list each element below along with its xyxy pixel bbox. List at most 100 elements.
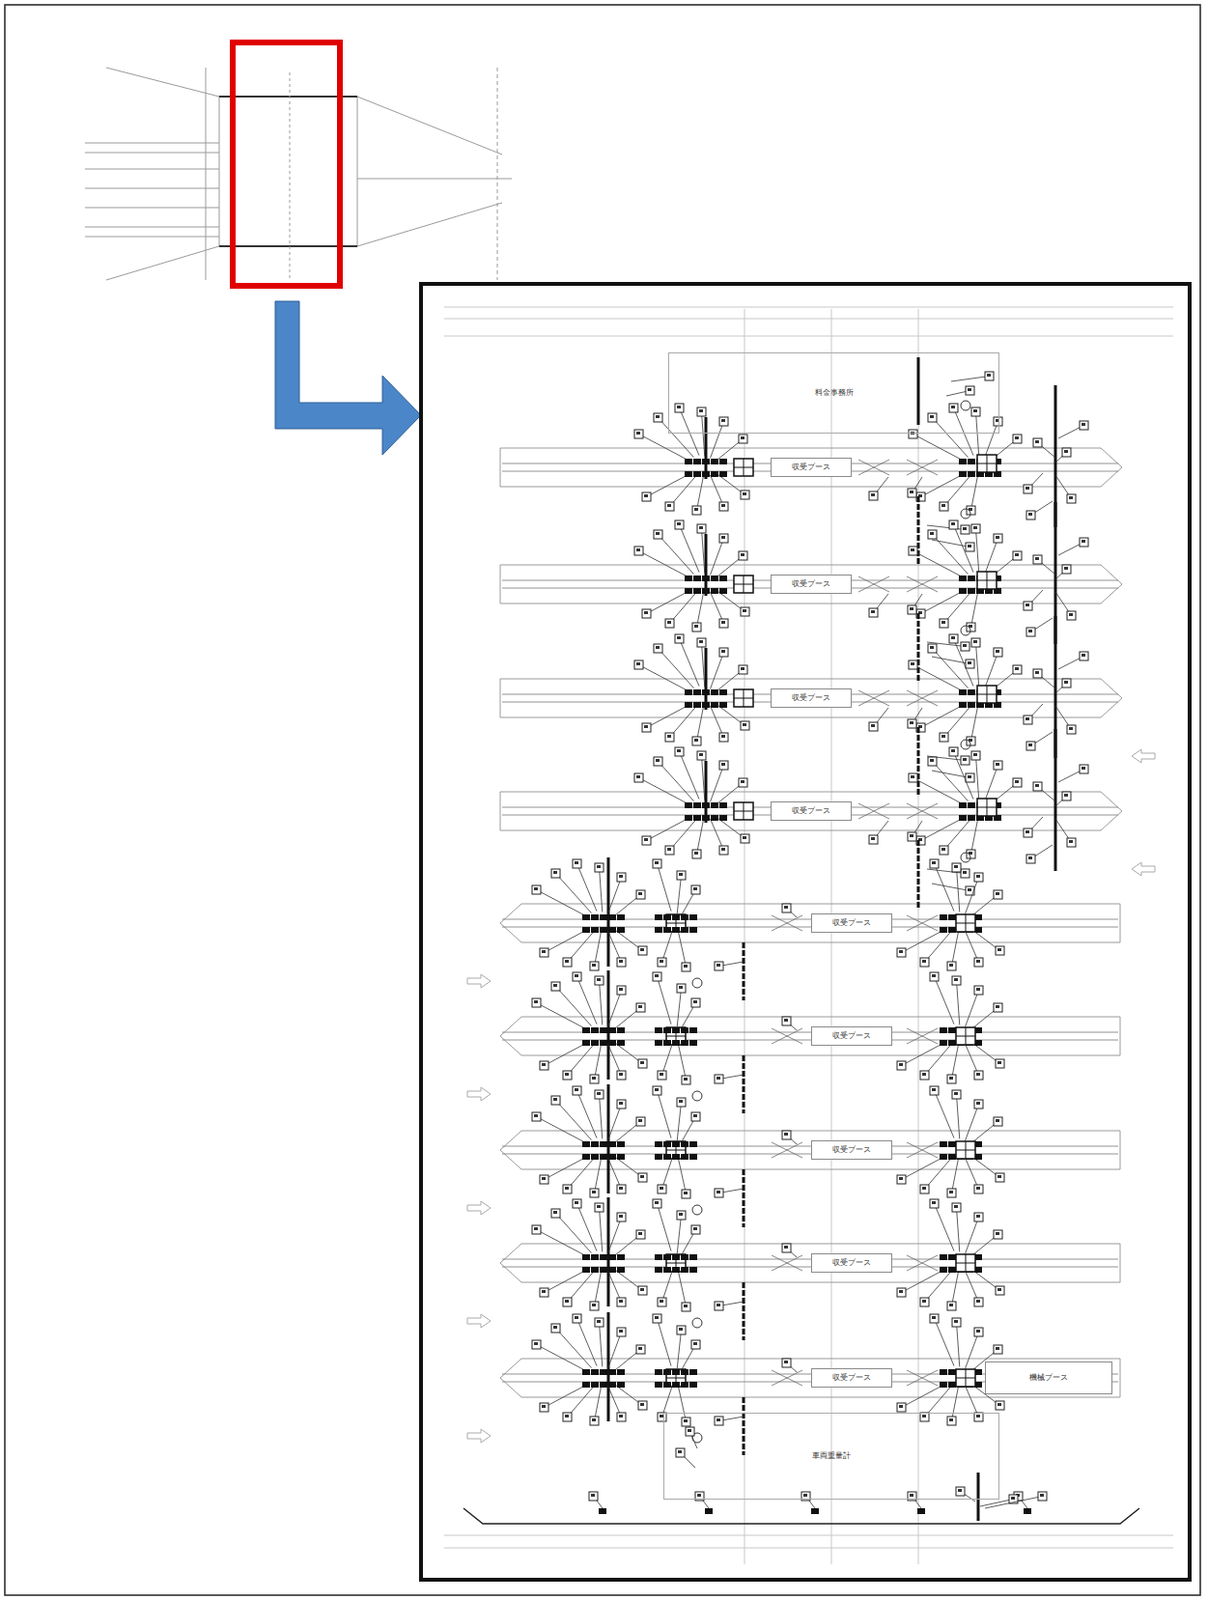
equipment-tag-mark xyxy=(870,837,875,841)
leader-line xyxy=(658,761,695,802)
equipment-unit xyxy=(967,702,976,708)
leader-line xyxy=(984,538,999,576)
equipment-tag xyxy=(572,1086,582,1096)
equipment-tag-mark xyxy=(967,661,972,665)
equipment-tag xyxy=(657,957,667,967)
leader-line xyxy=(657,1204,673,1252)
equipment-tag-mark xyxy=(973,753,978,757)
equipment-tag-mark xyxy=(898,950,903,954)
equipment-tag-mark xyxy=(995,892,1000,896)
equipment-tag xyxy=(642,609,651,619)
leader-line xyxy=(544,1155,590,1180)
equipment-tag-mark xyxy=(1025,830,1030,834)
equipment-unit xyxy=(684,458,693,465)
equipment-unit xyxy=(608,1254,617,1261)
equipment-tag-mark xyxy=(976,1414,981,1418)
equipment-unit xyxy=(939,1141,948,1148)
box-label: 収受ブース xyxy=(791,694,831,703)
leader-line xyxy=(702,529,705,574)
equipment-unit xyxy=(948,1266,956,1273)
equipment-tag xyxy=(1062,448,1071,457)
equipment-tag xyxy=(974,1099,984,1109)
equipment-tag-mark xyxy=(721,535,726,539)
equipment-tag xyxy=(532,1225,541,1235)
equipment-tag xyxy=(869,722,878,731)
lamp-symbol xyxy=(692,1205,703,1215)
leader-line xyxy=(646,473,692,498)
equipment-unit xyxy=(719,471,728,478)
lane-island xyxy=(500,678,1123,718)
equipment-tag-mark xyxy=(655,415,660,419)
equipment-unit xyxy=(663,1141,672,1148)
equipment-tag-mark xyxy=(564,1072,569,1076)
selection-box xyxy=(232,42,340,286)
equipment-tag-mark xyxy=(533,1114,538,1118)
equipment-tag xyxy=(589,1301,599,1311)
leader-line xyxy=(971,819,979,855)
equipment-unit xyxy=(948,1153,956,1160)
leader-line xyxy=(702,643,705,688)
equipment-tag-mark xyxy=(693,1000,698,1004)
equipment-tag-mark xyxy=(910,548,915,552)
equipment-tag-mark xyxy=(721,504,726,507)
leader-line xyxy=(639,551,690,579)
equipment-tag xyxy=(617,1297,626,1307)
ticket-device-line xyxy=(666,1377,686,1379)
gate-bar xyxy=(1054,729,1058,871)
leader-line xyxy=(901,1041,947,1067)
equipment-unit xyxy=(684,588,693,594)
equipment-tag-mark xyxy=(1011,1496,1015,1500)
equipment-tag-mark xyxy=(618,1186,623,1190)
equipment-unit xyxy=(599,914,608,921)
equipment-tag-mark xyxy=(931,1316,936,1320)
leader-line xyxy=(956,1095,960,1140)
equipment-tag-mark xyxy=(870,493,875,497)
equipment-tag-mark xyxy=(976,1299,981,1303)
equipment-tag xyxy=(782,1358,791,1368)
equipment-tag xyxy=(642,836,651,845)
ticket-device-line xyxy=(955,1377,976,1379)
leader-line xyxy=(608,877,622,915)
equipment-tag-mark xyxy=(995,1347,1000,1350)
equipment-tag xyxy=(966,505,976,515)
leader-line xyxy=(556,986,592,1027)
equipment-tag-mark xyxy=(909,834,914,838)
equipment-tag-mark xyxy=(954,1320,958,1323)
equipment-tag-mark xyxy=(636,548,641,552)
equipment-tag xyxy=(676,1210,686,1220)
equipment-tag xyxy=(1023,828,1033,838)
equipment-unit xyxy=(654,1027,663,1034)
ticket-device-line xyxy=(733,467,754,469)
ticket-device-line xyxy=(733,811,754,813)
leader-line xyxy=(976,756,980,801)
equipment-tag xyxy=(869,491,878,501)
leader-line xyxy=(931,883,971,892)
equipment-tag-mark xyxy=(909,1493,914,1497)
equipment-tag-mark xyxy=(654,1316,659,1320)
equipment-tag xyxy=(572,1199,582,1208)
equipment-tag-mark xyxy=(967,544,972,548)
curb-bar xyxy=(917,727,921,795)
equipment-tag xyxy=(691,998,701,1008)
equipment-tag-mark xyxy=(995,1232,1000,1236)
leader-line xyxy=(954,408,975,456)
equipment-tag xyxy=(551,982,561,991)
leader-line xyxy=(702,756,705,801)
equipment-unit xyxy=(590,1039,599,1046)
equipment-tag xyxy=(738,434,748,444)
equipment-unit xyxy=(693,588,702,594)
equipment-unit xyxy=(654,1254,663,1261)
equipment-tag xyxy=(617,1412,626,1422)
equipment-tag xyxy=(966,736,976,746)
equipment-tag xyxy=(738,665,748,675)
curb-bar xyxy=(917,613,921,681)
equipment-unit xyxy=(663,927,672,933)
leader-line xyxy=(608,1104,622,1142)
equipment-tag-mark xyxy=(591,1303,596,1307)
equipment-tag xyxy=(652,859,662,869)
equipment-tag xyxy=(681,962,691,972)
crossing-mark xyxy=(906,1028,938,1044)
equipment-tag-mark xyxy=(898,1290,903,1293)
equipment-tag xyxy=(738,778,748,787)
equipment-unit xyxy=(967,802,976,809)
